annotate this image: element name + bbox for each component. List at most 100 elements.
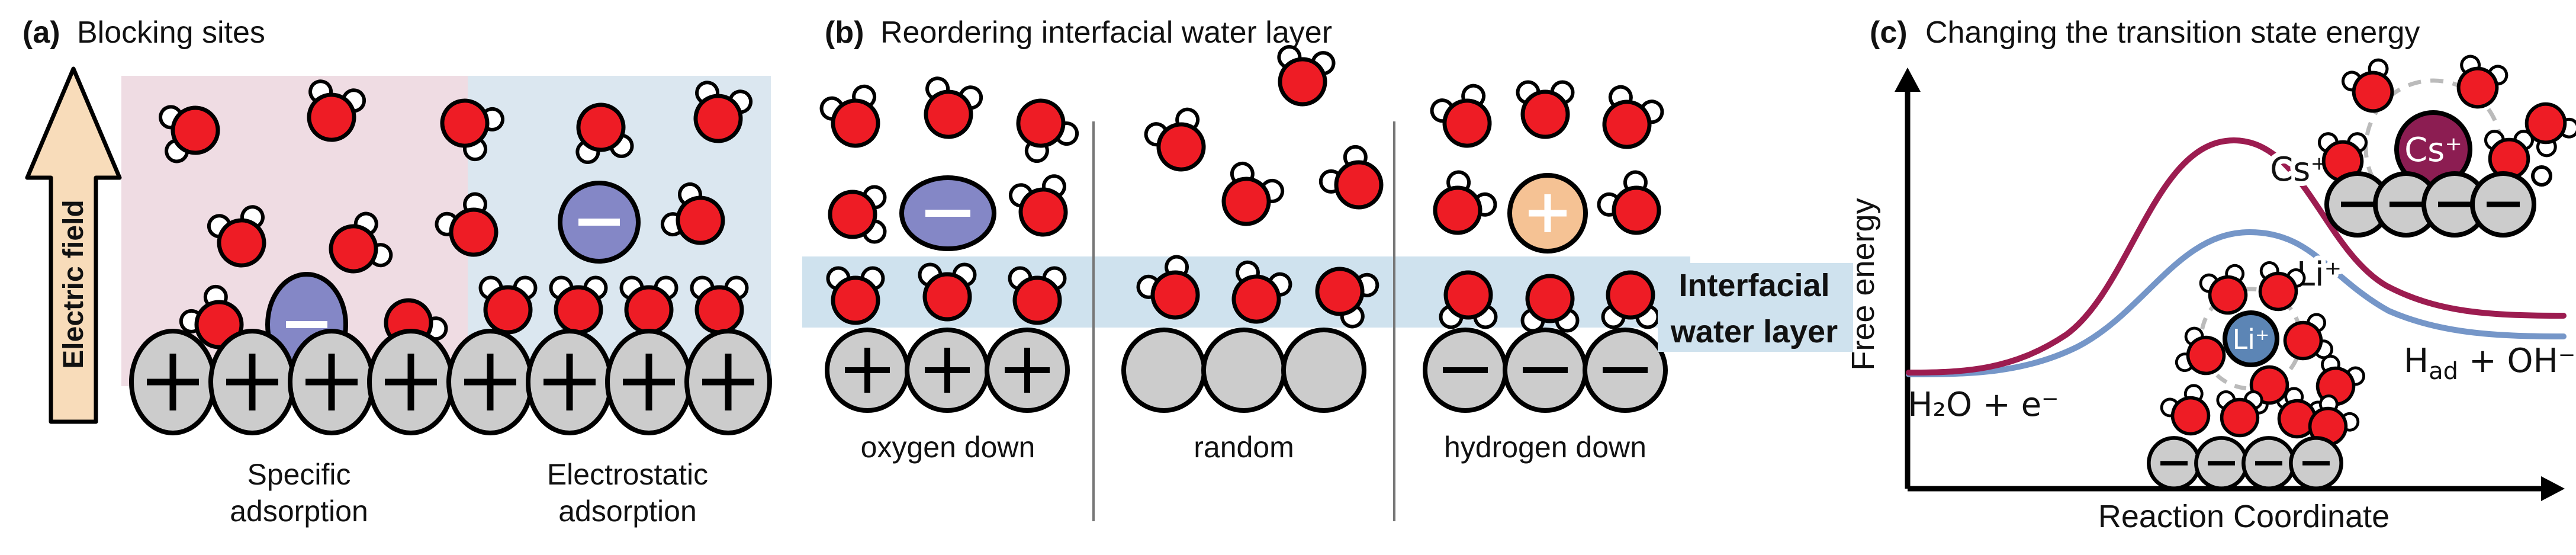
cs-inset: Cs⁺: [2319, 54, 2576, 235]
electrode-plus: [907, 330, 988, 410]
electrode-minus: [2243, 438, 2294, 488]
y-axis-arrow-icon: [1895, 68, 1921, 92]
specific-adsorption-label-line2: adsorption: [230, 495, 368, 528]
subpanel-hydrogen-down: hydrogen down: [1422, 82, 1672, 464]
electrode-plus: [211, 331, 294, 433]
specific-adsorption-label-line1: Specific: [247, 458, 350, 491]
hydrogen-down-label: hydrogen down: [1444, 431, 1646, 464]
water-molecule: [1006, 90, 1081, 165]
water-molecule: [481, 278, 536, 333]
electrode-neutral: [1124, 330, 1204, 410]
water-molecule: [1429, 82, 1501, 155]
electrode-plus: [827, 330, 908, 410]
plus-sign-icon: [1529, 194, 1567, 232]
water-molecule: [1603, 272, 1658, 328]
water-molecule: [1010, 268, 1065, 323]
y-axis-label: Free energy: [1845, 198, 1881, 370]
panel-c-tag: (c): [1870, 15, 1908, 50]
electrode-minus: [2196, 438, 2246, 488]
water-molecule: [2485, 131, 2532, 178]
electrode-neutral: [1284, 330, 1364, 410]
electrode-minus: [2149, 438, 2199, 488]
water-molecule: [1143, 106, 1215, 179]
electrode-plus: [687, 331, 770, 433]
band-label-line2: water layer: [1670, 314, 1838, 349]
product-rest: + OH⁻: [2458, 342, 2575, 380]
cs-ion: Cs⁺: [2394, 110, 2472, 188]
product-subscript: ad: [2429, 358, 2458, 385]
li-inset: Li⁺: [2149, 261, 2366, 488]
water-molecule: [2159, 383, 2218, 442]
water-molecule: [1317, 143, 1394, 220]
electrostatic-adsorption-label-line1: Electrostatic: [547, 458, 708, 491]
panel-c-title: Changing the transition state energy: [1925, 15, 2420, 50]
panel-b: (b) Reordering interfacial water layer o…: [802, 15, 1853, 521]
reactant-label: H₂O + e⁻: [1908, 386, 2059, 424]
electric-field-arrow-icon: [25, 66, 122, 424]
water-molecule: [830, 187, 885, 242]
electrode-minus: [1425, 330, 1506, 410]
water-molecule: [1422, 168, 1500, 245]
panel-a: (a) Blocking sites Electric field: [22, 15, 771, 528]
panel-b-title: Reordering interfacial water layer: [880, 15, 1332, 50]
li-ion-label: Li⁺: [2233, 323, 2270, 355]
product-label: Had + OH⁻: [2404, 342, 2575, 385]
water-molecule: [1008, 174, 1076, 240]
water-molecule: [692, 278, 747, 333]
panel-c: (c) Changing the transition state energy…: [1845, 15, 2576, 534]
li-energy-curve: [1906, 229, 2567, 377]
anion-in-bulk: [899, 175, 996, 251]
product-h: H: [2404, 342, 2429, 380]
random-label: random: [1194, 431, 1294, 464]
electrode-plus: [290, 331, 373, 433]
oxygen-down-label: oxygen down: [861, 431, 1035, 464]
electrode-plus: [131, 331, 214, 433]
label-highlight: [1658, 263, 1853, 352]
cs-curve-label: Cs⁺: [2270, 150, 2328, 189]
subpanel-oxygen-down: oxygen down: [819, 76, 1081, 464]
water-molecule: [819, 84, 889, 154]
cs-ion-label: Cs⁺: [2404, 131, 2462, 169]
x-axis-arrow-icon: [2541, 476, 2565, 501]
electrostatic-adsorption-label-line2: adsorption: [558, 495, 697, 528]
li-curve-label: Li⁺: [2297, 255, 2342, 294]
electrode-plus: [987, 330, 1067, 410]
electrode-plus: [369, 331, 452, 433]
water-molecule: [551, 278, 606, 333]
panel-b-tag: (b): [825, 15, 864, 50]
water-molecule: [2449, 54, 2509, 114]
electrode-minus: [2472, 174, 2534, 235]
water-molecule: [1523, 276, 1578, 331]
water-molecule: [1211, 160, 1287, 235]
water-molecule: [2340, 57, 2403, 119]
band-label-line1: Interfacial: [1678, 268, 1829, 303]
water-molecule: [1594, 168, 1672, 245]
electrode-minus: [1505, 330, 1586, 410]
electrode-minus: [2291, 438, 2341, 488]
water-molecule: [916, 76, 983, 143]
water-molecule: [920, 265, 975, 320]
cation-in-bulk: [1507, 173, 1588, 254]
water-molecule: [1272, 45, 1336, 108]
water-molecule: [1593, 84, 1665, 156]
electrode-plus: [528, 331, 611, 433]
panel-a-title: Blocking sites: [77, 15, 265, 50]
electrode-neutral: [1204, 330, 1284, 410]
x-axis-label: Reaction Coordinate: [2098, 499, 2390, 534]
water-molecule: [2218, 392, 2262, 435]
anion-electrostatic: [558, 181, 641, 264]
water-molecule: [622, 278, 677, 333]
electrode-plus: [449, 331, 532, 433]
cs-energy-curve: [1906, 137, 2567, 376]
hydrogen-atom: [2531, 165, 2552, 187]
interfacial-water-layer-label: Interfacial water layer: [1658, 263, 1853, 352]
cation-body: [2223, 310, 2279, 367]
li-ion: Li⁺: [2223, 310, 2279, 367]
panel-a-tag: (a): [22, 15, 60, 50]
subpanel-random: random: [1124, 45, 1394, 464]
water-molecule: [2174, 326, 2230, 382]
electric-field-label: Electric field: [58, 200, 89, 368]
water-molecule: [1441, 272, 1496, 328]
